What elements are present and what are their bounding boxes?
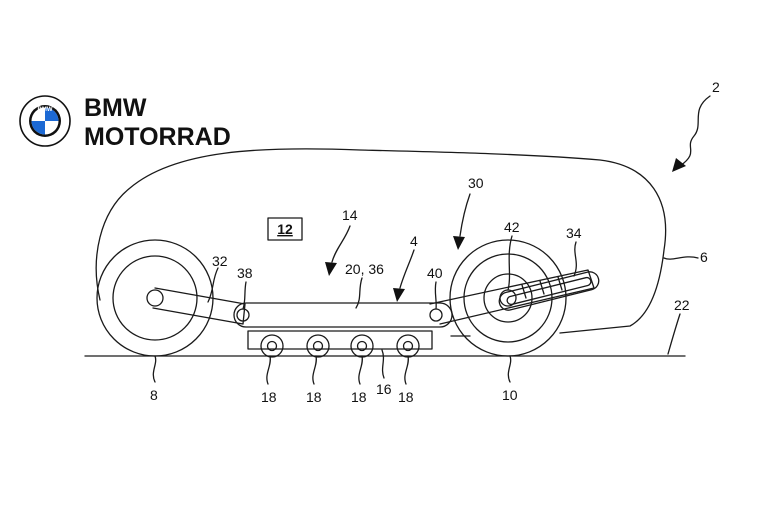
- bmw-roundel-icon: BMW: [19, 95, 71, 147]
- leader-18c: [358, 355, 363, 385]
- leader-14: [331, 225, 351, 263]
- arrow-4: [393, 288, 405, 302]
- label-38: 38: [237, 265, 253, 281]
- arrow-2: [672, 158, 686, 172]
- leader-42: [507, 235, 513, 291]
- label-6: 6: [700, 249, 708, 265]
- label-4: 4: [410, 233, 418, 249]
- vehicle-body: [95, 148, 667, 334]
- roundel-text: BMW: [38, 107, 53, 113]
- front-arm: [146, 287, 246, 325]
- leader-16: [381, 349, 385, 379]
- roller-2: [306, 334, 330, 358]
- central-beam: [233, 302, 453, 328]
- rear-slot-arm: [498, 271, 600, 311]
- leader-4: [399, 249, 415, 289]
- box-12-frame: [267, 217, 303, 241]
- leader-8: [152, 355, 157, 383]
- brand-line-1: BMW: [84, 94, 147, 122]
- label-22: 22: [674, 297, 690, 313]
- rear-arm: [429, 269, 595, 325]
- roller-3: [350, 334, 374, 358]
- leader-38: [242, 281, 247, 310]
- arrow-14: [325, 262, 337, 276]
- label-18-4: 18: [398, 389, 414, 405]
- label-18-2: 18: [306, 389, 322, 405]
- leader-34: [573, 241, 577, 277]
- roller-1: [260, 334, 284, 358]
- front-wheel: [96, 239, 214, 357]
- label-14: 14: [342, 207, 358, 223]
- leader-32: [207, 267, 219, 303]
- label-8: 8: [150, 387, 158, 403]
- leader-2: [679, 95, 711, 167]
- leader-10: [507, 355, 512, 383]
- rollers: [260, 334, 420, 358]
- label-30: 30: [468, 175, 484, 191]
- roller-support: [247, 330, 433, 350]
- roller-4: [396, 334, 420, 358]
- leader-18b: [312, 355, 317, 385]
- label-12: 12: [277, 221, 293, 237]
- leader-6: [663, 256, 699, 260]
- leader-20: [355, 277, 363, 309]
- label-34: 34: [566, 225, 582, 241]
- label-32: 32: [212, 253, 228, 269]
- label-18-3: 18: [351, 389, 367, 405]
- label-18-1: 18: [261, 389, 277, 405]
- label-42: 42: [504, 219, 520, 235]
- leader-18d: [404, 355, 409, 385]
- brand-line-2: MOTORRAD: [84, 123, 231, 151]
- label-2: 2: [712, 79, 720, 95]
- leader-22: [667, 313, 681, 355]
- leader-30: [459, 193, 471, 237]
- label-10: 10: [502, 387, 518, 403]
- arrow-30: [453, 236, 465, 250]
- leader-40: [434, 281, 437, 310]
- label-40: 40: [427, 265, 443, 281]
- leader-18a: [266, 355, 271, 385]
- label-16: 16: [376, 381, 392, 397]
- label-20-36: 20, 36: [345, 261, 384, 277]
